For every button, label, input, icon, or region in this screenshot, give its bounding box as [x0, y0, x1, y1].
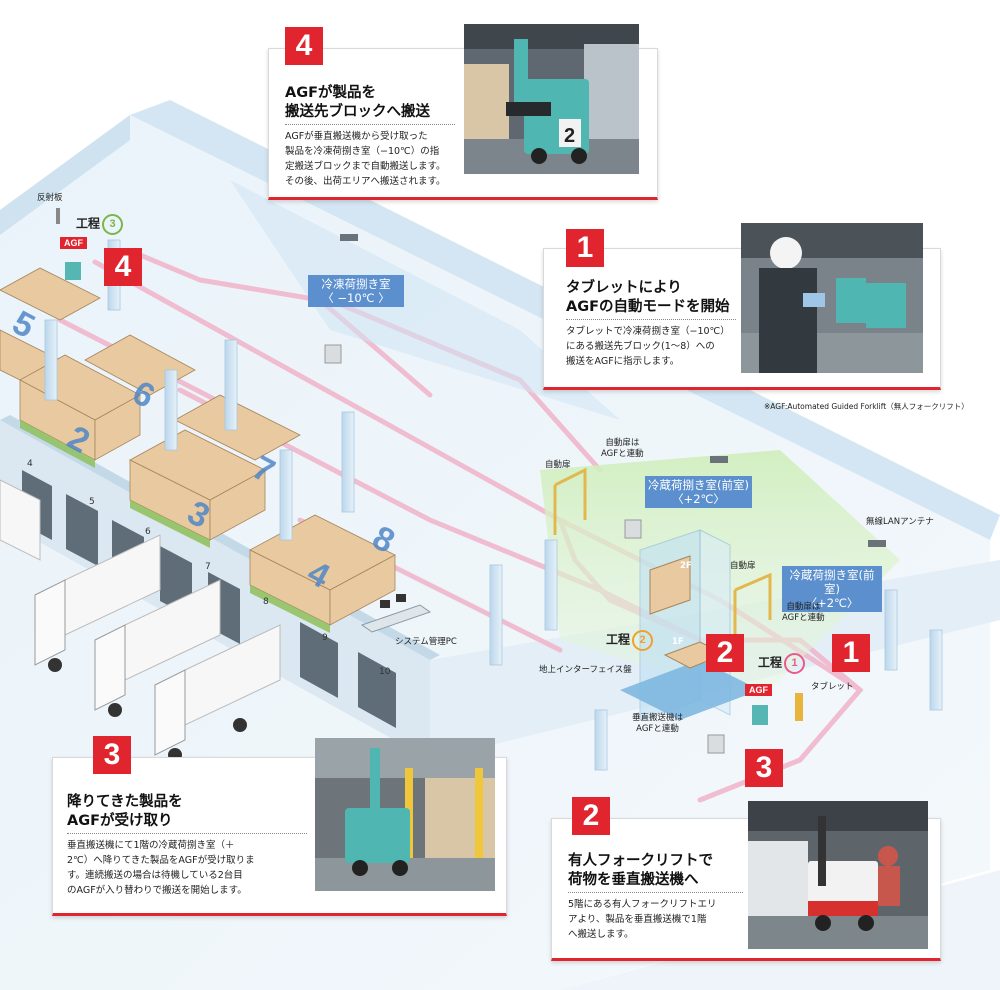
agf-tag-top: AGF: [60, 237, 87, 249]
callout-2-divider: [568, 892, 743, 893]
auto-doors: [553, 467, 772, 635]
agf-receive-photo-illustration: [315, 738, 495, 891]
freezer-zone-tint: [230, 180, 620, 420]
callout-step-2: 2 有人フォークリフトで 荷物を垂直搬送機へ 5階にある有人フォークリフトエリ …: [551, 797, 941, 961]
callout-step-3: 3 降りてきた製品を AGFが受け取り 垂直搬送機にて1階の冷蔵荷捌き室（＋ 2…: [52, 736, 507, 916]
agf-tag-bottom: AGF: [745, 684, 772, 696]
callout-2-photo-manned-forklift: [748, 801, 928, 949]
callout-step-4: 4 AGFが製品を 搬送先ブロックへ搬送 AGFが垂直搬送機から受け取った 製品…: [268, 24, 658, 200]
callout-1-title: タブレットにより AGFの自動モードを開始: [566, 280, 730, 315]
freezer-zone-title: 冷凍荷捌き室: [321, 277, 391, 291]
trucks: [0, 479, 281, 762]
cold-front-room-temp-1: 〈+2℃〉: [672, 492, 725, 506]
callout-3-body: 垂直搬送機にて1階の冷蔵荷捌き室（＋ 2℃）へ降りてきた製品をAGFが受け取りま…: [67, 840, 255, 896]
dock-number: 4: [27, 459, 33, 469]
scene-badge-3: 3: [745, 749, 783, 787]
system-pc-label: システム管理PC: [395, 637, 457, 647]
cold-front-room-title-1: 冷蔵荷捌き室(前室): [648, 478, 749, 492]
callout-2-body: 5階にある有人フォークリフトエリ アより、製品を垂直搬送機で1階 へ搬送します。: [568, 899, 717, 940]
pillars: [44, 239, 943, 771]
agf-vehicles: [65, 262, 803, 754]
callout-2-number: 2: [572, 797, 610, 835]
ground-interface-label: 地上インターフェイス盤: [539, 665, 632, 675]
wireless-antenna-label: 無線LANアンテナ: [866, 517, 934, 527]
callout-2-title: 有人フォークリフトで 荷物を垂直搬送機へ: [568, 853, 713, 888]
floor-1f-label: 1F: [672, 637, 684, 647]
callout-step-1: 1 タブレットにより AGFの自動モードを開始 タブレットで冷凍荷捌き室（−10…: [543, 223, 941, 390]
dock-number: 5: [89, 497, 95, 507]
callout-4-photo-agf: 2: [464, 24, 639, 174]
cold-front-room-label-2: 冷蔵荷捌き室(前室) 〈+2℃〉: [782, 566, 882, 612]
callout-3-divider: [67, 833, 307, 834]
auto-door-left-label: 自動扉: [545, 460, 571, 470]
callout-3-title: 降りてきた製品を AGFが受け取り: [67, 794, 183, 829]
auto-door-linked-top-label: 自動扉は AGFと連動: [601, 438, 644, 459]
step-3-circle: 3: [102, 214, 124, 235]
scene-badge-4: 4: [104, 248, 142, 286]
scene-badge-2: 2: [706, 634, 744, 672]
cold-front-room-title-2: 冷蔵荷捌き室(前室): [789, 568, 875, 596]
callout-4-title: AGFが製品を 搬送先ブロックへ搬送: [285, 85, 430, 120]
forklift-photo-illustration: [748, 801, 928, 949]
freezer-zone-temp: 〈 −10℃ 〉: [322, 291, 390, 305]
system-pc-desk: [360, 594, 432, 633]
callout-1-body: タブレットで冷凍荷捌き室（−10℃） にある搬送先ブロック(1〜8）への 搬送を…: [566, 326, 730, 367]
step-1-circle: 1: [784, 653, 806, 674]
pallet-stacks: [0, 267, 396, 633]
wifi-antennas: [340, 234, 886, 547]
step-2-circle: 2: [632, 630, 654, 651]
callout-1-photo-tablet-operator: [741, 223, 923, 373]
dock-number: 7: [205, 562, 211, 572]
callout-4-divider: [285, 124, 455, 125]
callout-1-divider: [566, 319, 736, 320]
auto-door-right-label: 自動扉: [730, 561, 756, 571]
agf-photo-illustration: 2: [464, 24, 639, 174]
callout-1-number: 1: [566, 229, 604, 267]
cold-front-room-label-1: 冷蔵荷捌き室(前室) 〈+2℃〉: [645, 476, 752, 508]
freezer-zone-label: 冷凍荷捌き室 〈 −10℃ 〉: [308, 275, 404, 307]
reflector-label: 反射板: [37, 193, 63, 203]
callout-4-number: 4: [285, 27, 323, 65]
reflector-plate: [56, 208, 60, 224]
tablet-label: タブレット: [811, 682, 854, 692]
agf-number-plate: 2: [564, 125, 575, 147]
lift-linked-label: 垂直搬送機は AGFと連動: [632, 713, 684, 734]
floor-2f-label: 2F: [680, 561, 692, 571]
scene-badge-1: 1: [832, 634, 870, 672]
auto-door-linked-bottom-label: 自動扉は AGFと連動: [782, 602, 825, 623]
cold-front-room-temp-2: 〈+2℃〉: [805, 596, 859, 610]
dock-number: 8: [263, 597, 269, 607]
callout-3-photo-agf-receive: [315, 738, 495, 891]
dock-number: 9: [322, 633, 328, 643]
callout-3-number: 3: [93, 736, 131, 774]
operator-photo-illustration: [741, 223, 923, 373]
callout-4-body: AGFが垂直搬送機から受け取った 製品を冷凍荷捌き室（−10℃）の指 定搬送ブロ…: [285, 131, 446, 187]
dock-number: 10: [379, 667, 391, 677]
dock-number: 6: [145, 527, 151, 537]
agf-footnote: ※AGF:Automated Guided Forklift（無人フォークリフト…: [764, 402, 969, 411]
